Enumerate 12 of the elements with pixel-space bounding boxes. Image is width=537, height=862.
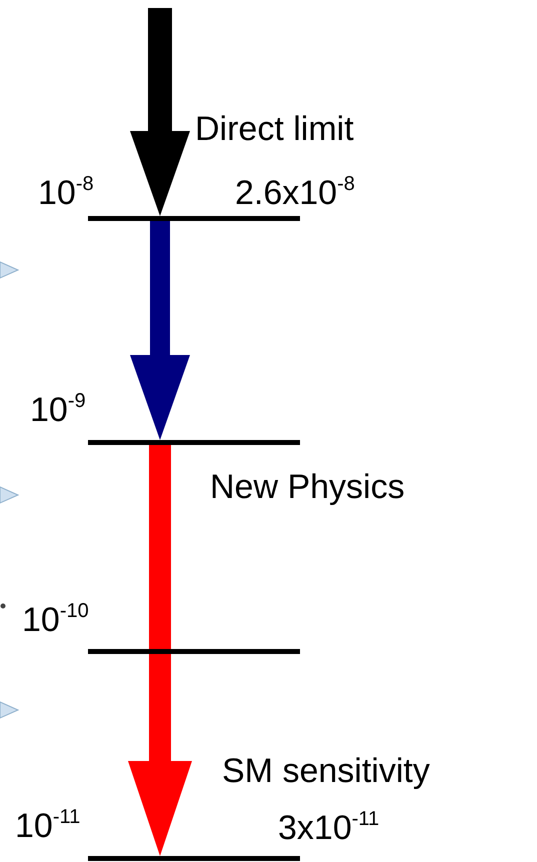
arrow bbox=[130, 221, 190, 440]
annotation-text: SM sensitivity bbox=[222, 752, 430, 790]
scale-value: 10$^{-9}$ bbox=[30, 389, 86, 429]
annotation-text: New Physics bbox=[210, 468, 405, 506]
scale-value: 10$^{-8}$ bbox=[38, 172, 94, 212]
scale-value: 10$^{-11}$ bbox=[15, 805, 80, 845]
arrow bbox=[128, 445, 192, 856]
scale-value: 10$^{-10}$ bbox=[22, 599, 89, 639]
annotation-text: 3x10$^{-11}$ bbox=[278, 807, 380, 847]
annotation-text: 2.6x10$^{-8}$ bbox=[235, 172, 355, 212]
arrow bbox=[130, 8, 190, 216]
annotation-text: Direct limit bbox=[195, 110, 354, 148]
